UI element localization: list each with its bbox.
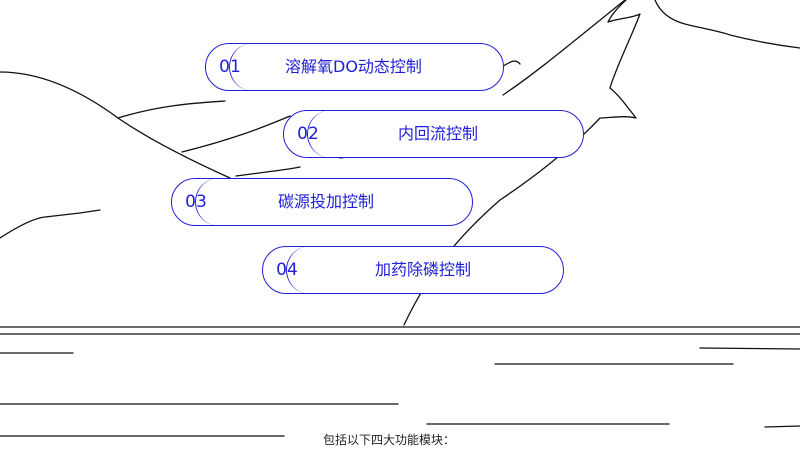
ground-stroke [764,425,800,428]
module-label: 溶解氧DO动态控制 [285,57,422,76]
left-lower-slope [0,209,101,239]
left-valley-ridge-2 [235,166,301,177]
module-03[interactable]: 03 碳源投加控制 [171,178,473,226]
left-valley-ridge [181,115,291,153]
module-01[interactable]: 01 溶解氧DO动态控制 [205,43,504,91]
module-02[interactable]: 02 内回流控制 [283,110,584,158]
module-number: 04 [276,260,298,280]
right-peak-outline [502,0,626,96]
right-peak-face [403,0,641,326]
module-number: 01 [219,57,241,77]
module-04[interactable]: 04 加药除磷控制 [262,246,564,294]
module-number-divider [229,43,277,91]
module-number-divider [286,246,334,294]
caption-text: 包括以下四大功能模块： [323,433,456,447]
left-hill-ridge [117,100,226,119]
module-label: 碳源投加控制 [278,192,375,211]
far-right-ridge [654,0,800,49]
module-label: 内回流控制 [398,124,479,143]
module-number: 02 [297,124,319,144]
module-number: 03 [185,192,207,212]
module-number-divider [307,110,355,158]
left-hill-outline [0,71,231,179]
module-number-divider [195,178,243,226]
module-label: 加药除磷控制 [375,260,472,279]
ground-stroke [699,347,800,350]
